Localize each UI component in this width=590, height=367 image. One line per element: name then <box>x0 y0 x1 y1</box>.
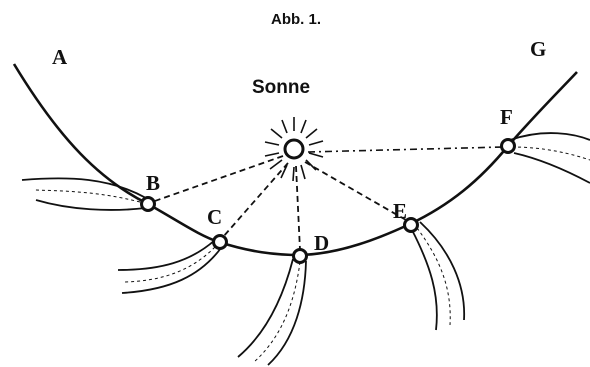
point-label-c: C <box>207 205 222 229</box>
comet-position-f <box>502 140 515 153</box>
radius-line-b <box>152 156 283 202</box>
point-label-g: G <box>530 37 546 61</box>
comet-position-d <box>294 250 307 263</box>
radius-line-e <box>305 162 406 220</box>
comet-tail-b <box>22 178 146 210</box>
point-label-d: D <box>314 231 329 255</box>
sun-marker <box>285 140 303 158</box>
point-label-e: E <box>393 199 407 223</box>
point-label-f: F <box>500 105 513 129</box>
comet-position-c <box>214 236 227 249</box>
comet-position-b <box>142 198 155 211</box>
comet-tail-e <box>412 222 464 330</box>
point-label-b: B <box>146 171 160 195</box>
figure-caption: Abb. 1. <box>271 11 321 28</box>
radius-line-d <box>296 166 300 250</box>
comet-tail-d <box>238 259 306 365</box>
comet-tail-f <box>510 133 590 183</box>
comet-tail-c <box>118 240 221 293</box>
point-label-a: A <box>52 45 68 69</box>
sun-label: Sonne <box>252 77 310 98</box>
radius-line-f <box>308 147 503 152</box>
